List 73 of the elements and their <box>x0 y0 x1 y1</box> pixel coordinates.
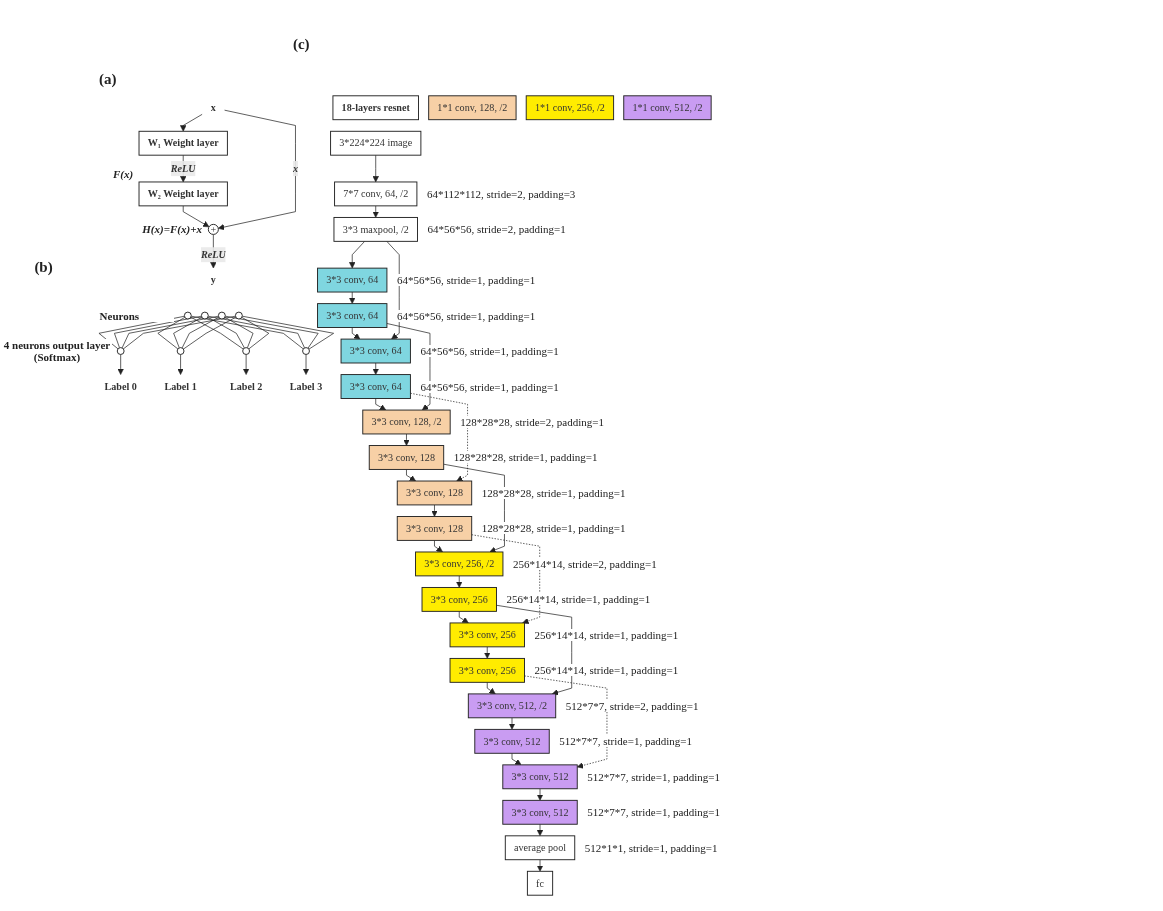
node-text: Label 2 <box>229 381 263 392</box>
neuron-circle <box>183 311 192 320</box>
layer-box: 18-layers resnet <box>332 95 419 121</box>
node-text: x <box>210 102 216 114</box>
neuron-circle <box>200 311 209 320</box>
formula-label: H(x)=F(x)+x <box>142 223 202 236</box>
layer-box: 3*3 conv, 64 <box>340 338 411 364</box>
layer-box: 1*1 conv, 256, /2 <box>525 95 615 121</box>
arrow <box>241 316 270 350</box>
layer-output-size: 512*7*7, stride=2, padding=1 <box>565 699 699 712</box>
layer-output-size: 128*28*28, stride=1, padding=1 <box>481 522 626 535</box>
edge-label: x <box>292 163 299 174</box>
formula-label: F(x) <box>113 167 134 180</box>
layer-box: 3*3 conv, 256, /2 <box>415 551 504 577</box>
layer-box: 3*3 conv, 128 <box>396 480 473 506</box>
layer-box: W₂ Weight layer <box>138 181 228 207</box>
layer-box: 3*3 conv, 512 <box>502 764 578 790</box>
layer-box: 3*3 maxpool, /2 <box>333 217 418 242</box>
edge-label: ReLU <box>170 163 196 174</box>
layer-output-size: 64*56*56, stride=1, padding=1 <box>420 345 559 358</box>
layer-box: fc <box>526 870 554 896</box>
arrow <box>207 316 245 349</box>
layer-box: 3*224*224 image <box>330 130 422 156</box>
arrow <box>224 316 254 349</box>
layer-box: 3*3 conv, 512 <box>474 728 550 754</box>
column-heading: 4 neurons output layer (Softmax) <box>2 339 112 364</box>
panel-label: (a) <box>99 71 117 89</box>
layer-output-size: 128*28*28, stride=2, padding=1 <box>460 416 604 428</box>
arrow <box>173 316 203 349</box>
layer-box: average pool <box>504 835 576 861</box>
neuron-circle <box>176 347 185 355</box>
layer-output-size: 512*7*7, stride=1, padding=1 <box>587 806 721 819</box>
layer-box: 3*3 conv, 512, /2 <box>467 693 557 719</box>
layer-box: 3*3 conv, 128 <box>396 516 473 541</box>
neuron-circle <box>234 311 243 320</box>
layer-box: 1*1 conv, 512, /2 <box>623 95 712 121</box>
layer-box: 3*3 conv, 128, /2 <box>362 409 451 435</box>
neuron-circle <box>242 347 250 355</box>
layer-box: 3*3 conv, 64 <box>317 267 388 293</box>
layer-box: W₁ Weight layer <box>138 130 228 156</box>
layer-box: 3*3 conv, 512 <box>502 799 578 825</box>
sum-circle: + <box>207 223 219 235</box>
layer-box: 1*1 conv, 128, /2 <box>428 95 517 121</box>
layer-box: 7*7 conv, 64, /2 <box>334 181 418 207</box>
layer-output-size: 256*14*14, stride=1, padding=1 <box>534 628 679 641</box>
layer-box: 3*3 conv, 64 <box>317 303 388 328</box>
layer-box: 3*3 conv, 256 <box>421 587 497 612</box>
edge-label: ReLU <box>200 249 226 261</box>
layer-output-size: 512*7*7, stride=1, padding=1 <box>559 735 693 748</box>
layer-output-size: 128*28*28, stride=1, padding=1 <box>453 451 598 464</box>
neuron-circle <box>302 347 310 355</box>
neuron-circle <box>217 311 226 320</box>
layer-box: 3*3 conv, 256 <box>449 657 525 683</box>
layer-box: 3*3 conv, 128 <box>368 445 445 470</box>
layer-output-size: 64*56*56, stride=2, padding=1 <box>427 223 566 236</box>
panel-label: (c) <box>292 35 310 53</box>
panel-label: (b) <box>34 258 53 276</box>
layer-box: 3*3 conv, 256 <box>449 622 525 648</box>
node-text: Label 1 <box>164 381 197 392</box>
layer-output-size: 256*14*14, stride=1, padding=1 <box>534 664 679 677</box>
layer-box: 3*3 conv, 64 <box>340 374 411 399</box>
layer-output-size: 64*56*56, stride=1, padding=1 <box>396 309 536 322</box>
node-text: Label 3 <box>289 381 323 392</box>
layer-output-size: 256*14*14, stride=2, padding=1 <box>512 557 657 570</box>
neuron-circle <box>116 347 125 355</box>
arrow <box>181 316 220 349</box>
layer-output-size: 256*14*14, stride=1, padding=1 <box>506 593 651 606</box>
node-text: y <box>210 274 216 286</box>
layer-output-size: 64*56*56, stride=1, padding=1 <box>420 380 559 393</box>
layer-output-size: 64*56*56, stride=1, padding=1 <box>396 274 536 287</box>
layer-output-size: 128*28*28, stride=1, padding=1 <box>481 486 626 499</box>
node-text: Label 0 <box>104 381 137 392</box>
arrow <box>157 316 186 350</box>
